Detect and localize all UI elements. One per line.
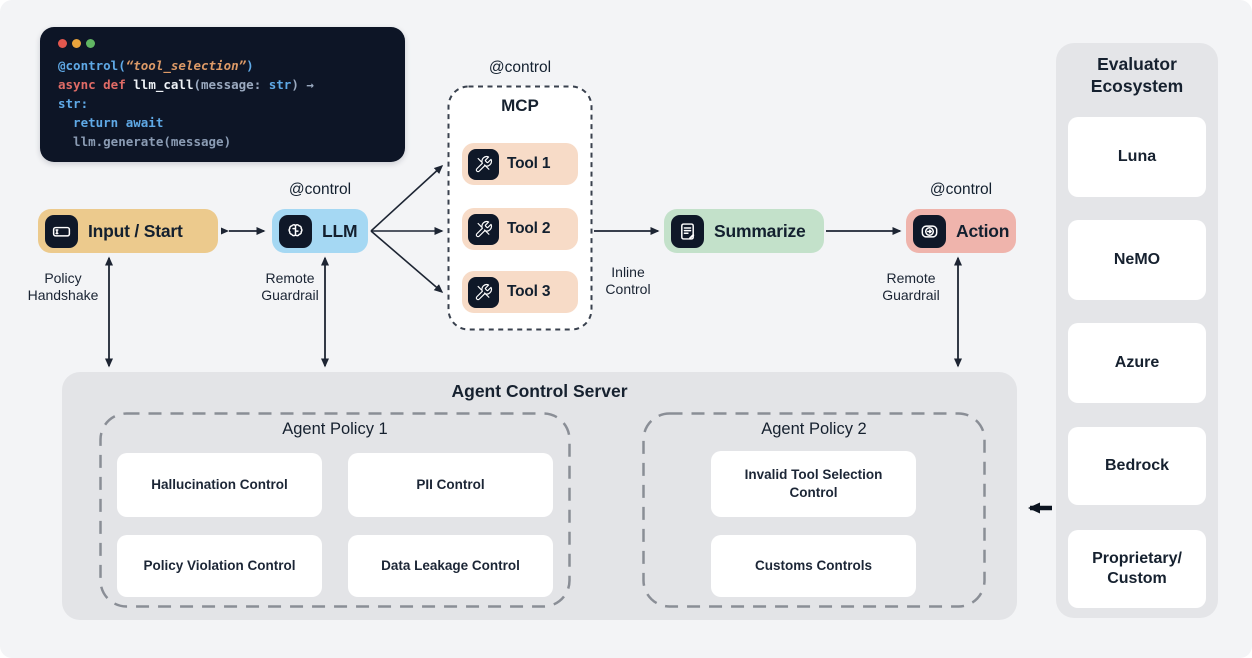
node-action-label: Action	[956, 220, 1010, 241]
code-line: async def llm_call(message: str) →	[58, 77, 314, 92]
agent-control-server-title: Agent Control Server	[451, 381, 628, 401]
node-action: Action	[906, 209, 1016, 253]
node-input-start-label: Input / Start	[88, 220, 183, 241]
tools-icon	[468, 276, 499, 308]
tool-2: Tool 2	[462, 208, 578, 250]
tool-1: Tool 1	[462, 143, 578, 185]
arrow-circle-right-icon	[913, 214, 946, 248]
control-label-mcp: @control	[488, 59, 552, 76]
agent-policy-2-title: Agent Policy 2	[761, 420, 867, 438]
node-llm: LLM	[272, 209, 368, 253]
evaluator-item-nemo: NeMO	[1068, 220, 1206, 300]
code-line: return await	[58, 115, 164, 130]
control-box-hallucination: Hallucination Control	[117, 453, 322, 517]
code-line: @control(“tool_selection”)	[58, 58, 254, 73]
tools-icon	[468, 213, 499, 245]
agent-policy-1-title: Agent Policy 1	[282, 420, 388, 438]
evaluator-item-luna: Luna	[1068, 117, 1206, 197]
control-label-llm: @control	[288, 181, 352, 198]
evaluator-item-bedrock: Bedrock	[1068, 427, 1206, 505]
tool-2-label: Tool 2	[507, 220, 551, 237]
control-box-data-leakage: Data Leakage Control	[348, 535, 553, 597]
tools-icon	[468, 148, 499, 180]
control-box-invalid-tool-selection: Invalid Tool Selection Control	[711, 451, 916, 517]
control-box-policy-violation: Policy Violation Control	[117, 535, 322, 597]
arrow-llm-to-tool-1	[370, 164, 444, 232]
inline-control-label: Inline Control	[605, 264, 651, 298]
evaluator-ecosystem-title: Evaluator Ecosystem	[1090, 54, 1184, 96]
policy-handshake-label: Policy Handshake	[27, 270, 99, 304]
window-dot-red-icon	[58, 39, 67, 48]
document-edit-icon	[671, 214, 704, 248]
remote-guardrail-right-label: Remote Guardrail	[882, 270, 940, 304]
code-line: llm.generate(message)	[58, 134, 232, 149]
brain-icon	[279, 214, 312, 248]
control-label-action: @control	[929, 181, 993, 198]
node-summarize: Summarize	[664, 209, 824, 253]
node-input-start: Input / Start	[38, 209, 218, 253]
tool-1-label: Tool 1	[507, 155, 551, 172]
terminal-input-icon	[45, 214, 78, 248]
evaluator-item-proprietary-custom: Proprietary/ Custom	[1068, 530, 1206, 608]
node-summarize-label: Summarize	[714, 220, 806, 241]
arrow-input-to-llm-start	[221, 227, 229, 235]
tool-3-label: Tool 3	[507, 283, 551, 300]
mcp-group: MCP Tool 1 Tool 2 Tool 3	[448, 86, 592, 330]
window-traffic-lights	[58, 39, 405, 48]
code-line: str:	[58, 96, 89, 111]
tool-3: Tool 3	[462, 271, 578, 313]
window-dot-yellow-icon	[72, 39, 81, 48]
control-box-customs: Customs Controls	[711, 535, 916, 597]
code-snippet-window: @control(“tool_selection”)async def llm_…	[40, 27, 405, 162]
remote-guardrail-left-label: Remote Guardrail	[261, 270, 319, 304]
control-box-pii: PII Control	[348, 453, 553, 517]
code-snippet: @control(“tool_selection”)async def llm_…	[58, 56, 405, 151]
arrow-llm-to-tool-3	[370, 230, 444, 293]
window-dot-green-icon	[86, 39, 95, 48]
node-llm-label: LLM	[322, 220, 358, 241]
evaluator-item-azure: Azure	[1068, 323, 1206, 403]
mcp-title: MCP	[501, 96, 539, 115]
